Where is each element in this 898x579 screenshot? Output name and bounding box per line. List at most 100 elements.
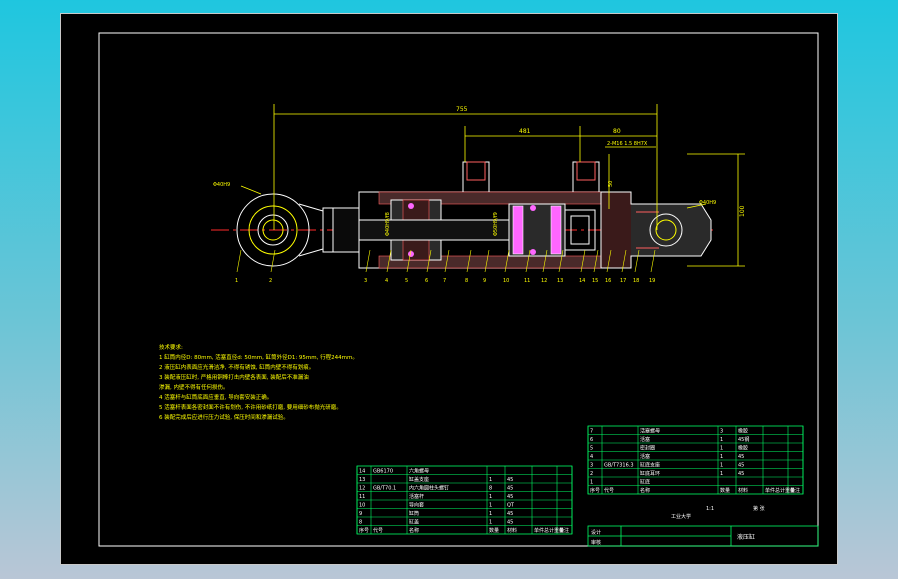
title-company: 工业大学 (671, 513, 691, 520)
bom-cell: 45 (507, 511, 513, 517)
balloon-number: 10 (503, 278, 509, 284)
bom-header-cell: 代号 (373, 527, 383, 534)
bom-cell: 缸盖 (409, 519, 419, 526)
bom-cell: 内六角圆柱头螺钉 (409, 485, 449, 492)
hydraulic-cylinder-drawing: 755 4 8 1 80 2-M16 1.5 8H7X 100 Φ40H9 Φ40H… (98, 32, 819, 547)
bom-cell: 活塞 (640, 436, 650, 443)
bom-cell: 缸筒 (409, 510, 419, 517)
dim-end-segment: 80 (613, 128, 621, 135)
bom-cell: 1 (489, 503, 492, 509)
balloon-number: 2 (269, 278, 272, 284)
bom-header-cell: 序号 (359, 527, 369, 534)
dim-left-eye: Φ40H9 (213, 182, 230, 188)
dim-rod-fit: Φ40H9/f8 (385, 212, 391, 236)
drawing-frame (98, 32, 819, 547)
note-line: 1 缸筒内径D: 80mm, 活塞直径d: 50mm, 缸筒外径D1: 95mm… (159, 353, 358, 361)
bom-cell: 缸底耳环 (640, 470, 660, 477)
balloon-leader (580, 249, 586, 273)
balloon-number: 8 (465, 278, 468, 284)
title-checker: 审核 (591, 539, 601, 546)
bom-header-cell: 序号 (590, 487, 600, 494)
dim-right-eye: Φ40H9 (699, 200, 716, 206)
title-designer: 设计 (591, 529, 601, 536)
cylinder-body (358, 191, 632, 269)
bom-cell: 6 (590, 437, 593, 443)
balloon-leader (621, 249, 627, 273)
bom-cell: 3 (590, 463, 593, 469)
bom-cell: 45 (738, 463, 744, 469)
note-line: 渗漏, 内壁不得有任何损伤。 (159, 383, 229, 391)
bom-cell: QT (507, 503, 515, 509)
balloon-leader (593, 249, 599, 273)
note-line: 3 装配液压缸时, 严格用铜棒打击内壁各表面, 装配后不准漏油 (159, 373, 309, 381)
balloon-number: 19 (649, 278, 655, 284)
balloon-leader (650, 249, 656, 273)
bom-cell: 缸底 (640, 479, 650, 486)
balloon-leader (365, 249, 371, 273)
bom-cell: GB6170 (373, 469, 393, 475)
bom-header-cell: 名称 (640, 487, 650, 494)
bom-cell: 45 (507, 477, 513, 483)
balloon-number: 12 (541, 278, 547, 284)
bom-cell: 45钢 (738, 436, 749, 443)
bom-cell: 2 (590, 471, 593, 477)
balloon-leader (525, 249, 531, 273)
bom-header-cell: 代号 (604, 487, 614, 494)
bom-cell: 六角螺母 (409, 468, 429, 475)
bom-cell: 1 (590, 480, 593, 486)
balloon-number: 6 (425, 278, 428, 284)
cad-viewport[interactable]: 755 4 8 1 80 2-M16 1.5 8H7X 100 Φ40H9 Φ40H… (60, 13, 838, 565)
technical-notes: 技术要求: 1 缸筒内径D: 80mm, 活塞直径d: 50mm, 缸筒外径D1… (159, 343, 358, 421)
ports (462, 161, 600, 192)
balloon-leader (504, 249, 510, 273)
bom-header-cell: 备注 (559, 527, 569, 534)
bom-cell: 活塞 (640, 453, 650, 460)
bom-cell: 45 (507, 520, 513, 526)
bom-cell: 45 (738, 454, 744, 460)
bom-cell: 12 (359, 486, 365, 492)
bom-header-cell: 数量 (489, 527, 499, 534)
balloon-number: 5 (405, 278, 408, 284)
bom-cell: 1 (489, 520, 492, 526)
balloon-number: 18 (633, 278, 639, 284)
balloon-number: 3 (364, 278, 367, 284)
balloon-number: 15 (592, 278, 598, 284)
balloon-leader (634, 249, 640, 273)
note-line: 5 活塞杆表面各密封面不许有划伤, 不许用砂纸打磨, 要用细砂布抛光研磨。 (159, 403, 342, 411)
bom-cell: 缸底支座 (640, 462, 660, 469)
balloon-leader (542, 249, 548, 273)
balloon-leader (558, 249, 564, 273)
bom-header-cell: 单件总计重量 (765, 487, 795, 494)
bom-cell: 1 (489, 477, 492, 483)
dim-height: 100 (739, 205, 746, 217)
note-line: 6 装配完成后应进行压力试验, 保压时间和渗漏试验。 (159, 413, 289, 421)
bom-header-cell: 材料 (738, 487, 748, 494)
balloon-number: 4 (385, 278, 388, 284)
bom-cell: 45 (738, 471, 744, 477)
balloon-number: 16 (605, 278, 611, 284)
bom-cell: 1 (720, 437, 723, 443)
bom-header-cell: 数量 (720, 487, 730, 494)
dim-overall-length: 755 (456, 106, 468, 113)
balloon-leader (270, 249, 276, 273)
balloon-number: 9 (483, 278, 486, 284)
bom-cell: 缸盖支座 (409, 476, 429, 483)
bom-cell: 1 (489, 511, 492, 517)
bom-cell: 11 (359, 494, 365, 500)
dim-port-spec: 2-M16 1.5 8H7X (607, 141, 648, 147)
bom-header-cell: 单件总计重量 (534, 527, 564, 534)
note-line: 4 活塞杆与缸筒底面应垂直, 导向套安装正确。 (159, 393, 272, 401)
bom-cell: 密封圈 (640, 445, 655, 452)
bom-cell: 活塞杆 (409, 493, 424, 500)
balloon-leader (606, 249, 612, 273)
balloon-number: 17 (620, 278, 626, 284)
bom-cell: GB/T70.1 (373, 486, 396, 492)
title-scale: 1:1 (706, 506, 714, 512)
balloon-number: 14 (579, 278, 585, 284)
bom-cell: 1 (489, 494, 492, 500)
balloon-number: 13 (557, 278, 563, 284)
note-line: 2 液压缸内表面应光滑洁净, 不得有锈蚀, 缸筒内壁不得有划痕。 (159, 363, 314, 371)
